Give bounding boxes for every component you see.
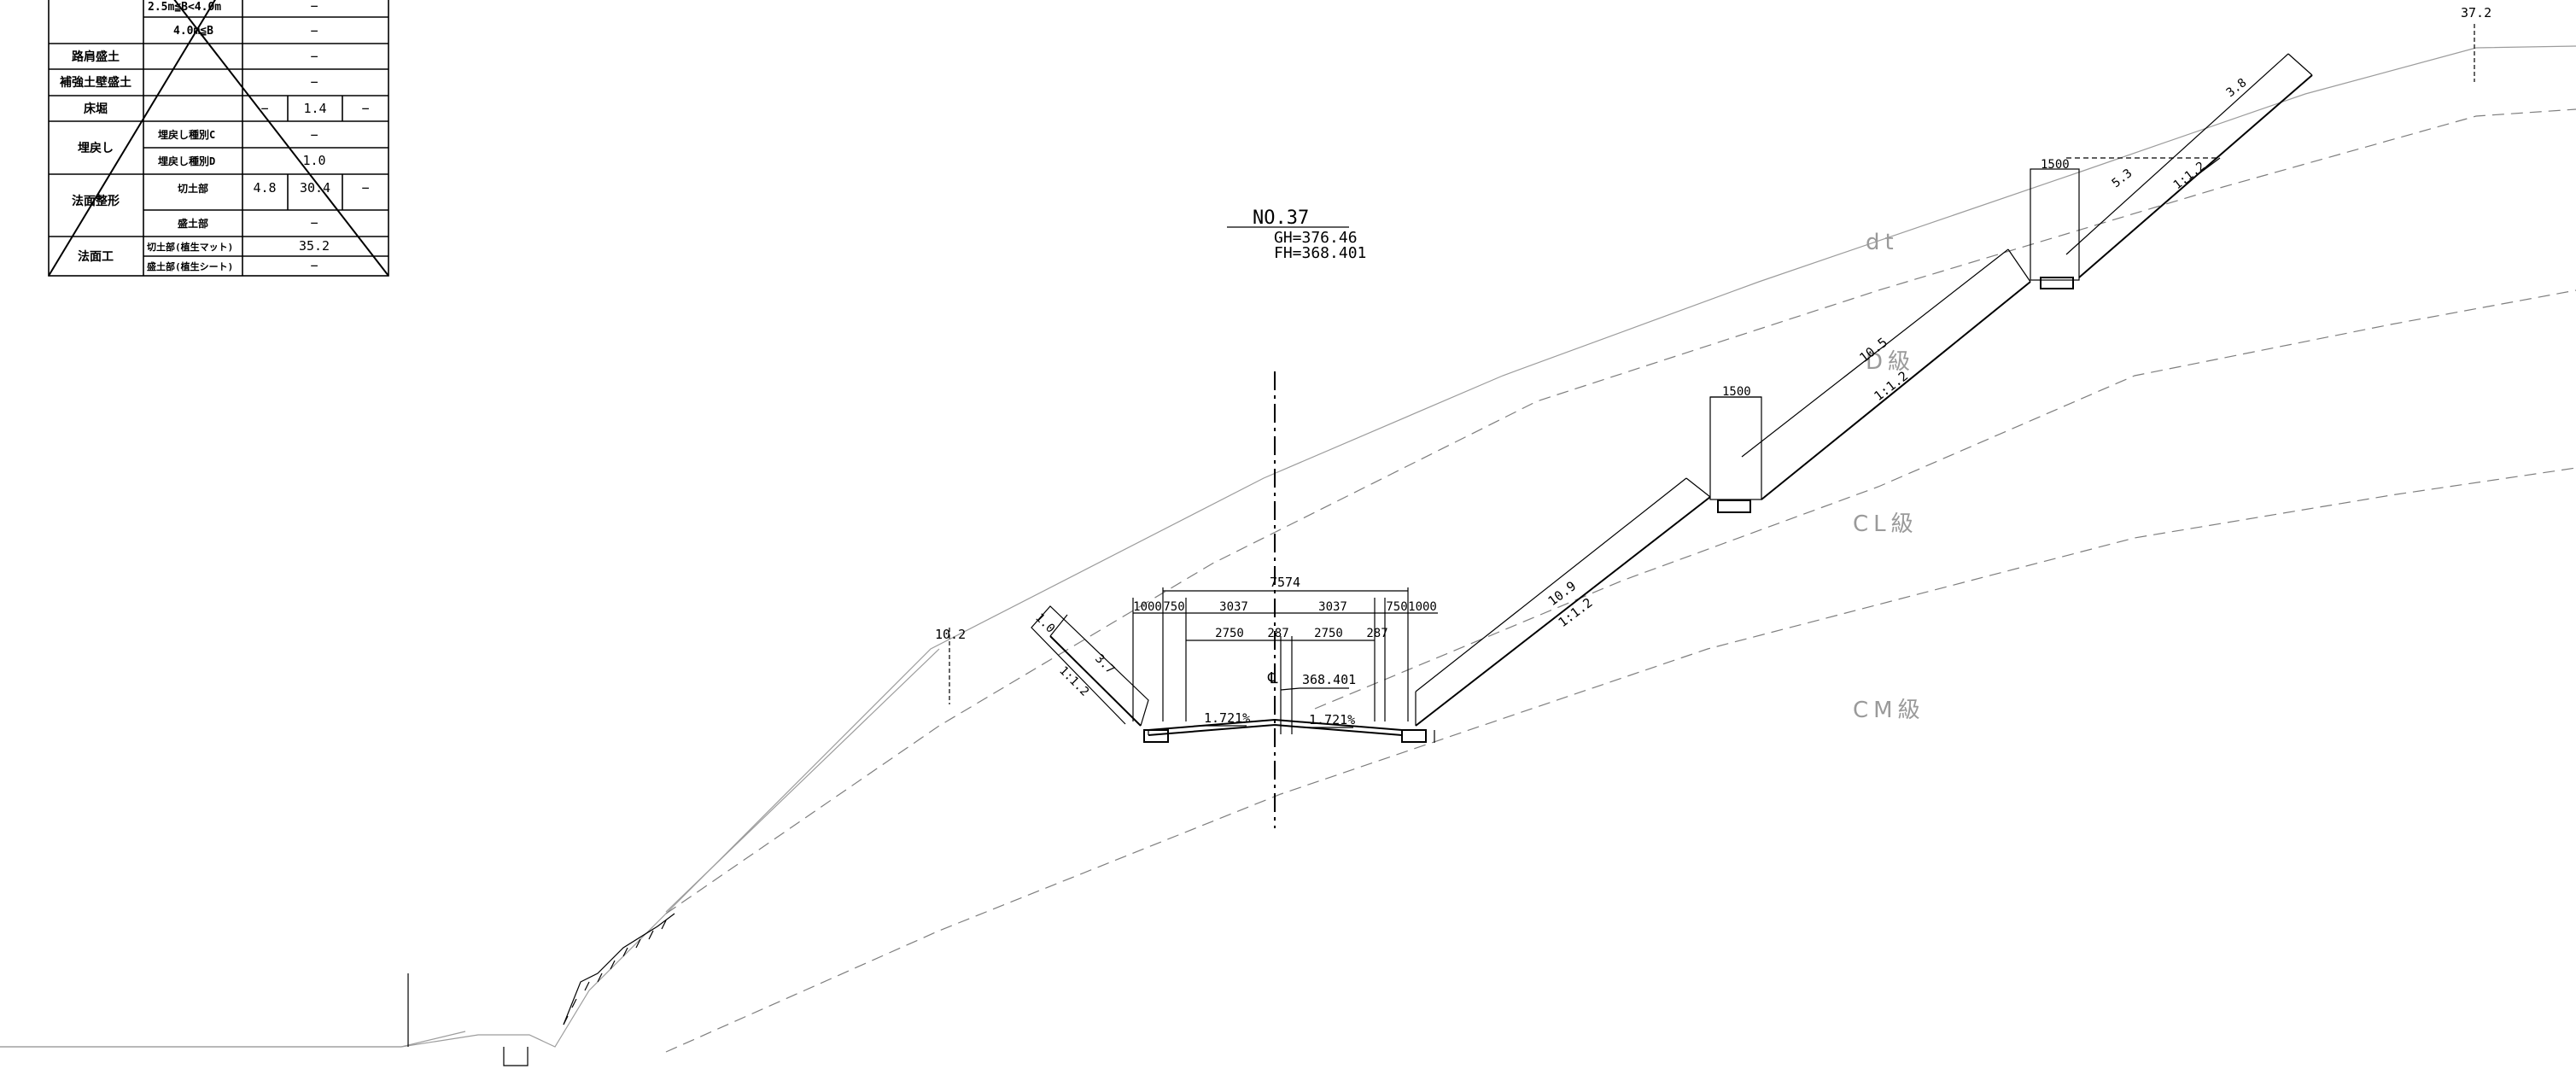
table-group-reinforced: 補強土壁盛土 <box>59 75 131 90</box>
dim-left-shoulder: 1000 <box>1133 600 1162 614</box>
zone-label-cl: CL級 <box>1853 511 1919 537</box>
table-cell: 1.4 <box>303 101 326 116</box>
table-group-backfill: 埋戻し <box>78 141 114 155</box>
slope-protection-marks <box>407 913 675 1066</box>
table-cell: − <box>310 215 318 231</box>
table-cell: − <box>361 101 369 116</box>
left-cut-slope <box>949 605 1149 727</box>
table-sub-backfill-d: 埋戻し種別D <box>158 155 215 167</box>
table-sub-b25: 2.5m≦B<4.0m <box>148 1 221 14</box>
station-label: NO.37 GH=376.46 FH=368.401 <box>1227 207 1366 262</box>
ground-surface <box>0 45 2576 1048</box>
station-name: NO.37 <box>1253 207 1309 229</box>
table-cell: 30.4 <box>300 180 330 196</box>
berm2-width: 1500 <box>2041 158 2070 172</box>
table-sub-backfill-c: 埋戻し種別C <box>158 128 215 141</box>
station-fh: FH=368.401 <box>1274 244 1366 262</box>
table-cell: 35.2 <box>299 238 330 254</box>
strata-boundary-dt <box>665 108 2576 914</box>
table-cell: 1.0 <box>302 153 325 168</box>
zone-label-cm: CM級 <box>1853 698 1925 723</box>
right-crossfall: 1.721% <box>1309 712 1355 727</box>
dim-right-carriage: 2750 <box>1314 627 1343 640</box>
table-cell: − <box>310 258 318 273</box>
table-cell: − <box>310 0 318 14</box>
berm-1 <box>1709 396 1762 513</box>
quantity-table: 2.5m≦B<4.0m − 4.0m≦B − 路肩盛土 − 補強土壁盛土 − 床… <box>48 0 389 277</box>
berm1-width: 1500 <box>1722 385 1751 399</box>
dim-right-side: 750 <box>1386 600 1407 614</box>
right-cut-slope-2 <box>1741 248 2031 500</box>
dim-right-lane: 3037 <box>1318 600 1347 614</box>
dim-left-gap: 287 <box>1267 627 1288 640</box>
table-cell: − <box>310 74 318 90</box>
left-crossfall: 1.721% <box>1204 710 1250 726</box>
table-sub-b40: 4.0m≦B <box>173 25 213 38</box>
centerline-symbol: ℄ <box>1267 669 1278 687</box>
strata-boundary-cl <box>665 467 2576 1053</box>
table-cell: − <box>310 23 318 38</box>
table-sub-fill-sheet: 盛土部(植生シート) <box>147 260 233 272</box>
r3-top-width: 3.8 <box>2224 76 2250 100</box>
dim-left-side: 750 <box>1163 600 1184 614</box>
right-offset: 37.2 <box>2461 5 2491 20</box>
table-cell: − <box>260 101 268 116</box>
table-group-roadshoulder: 路肩盛土 <box>72 50 120 64</box>
table-cell: 4.8 <box>253 180 276 196</box>
left-slope-length: 3.7 <box>1092 652 1117 677</box>
table-sub-cut: 切土部 <box>178 182 208 195</box>
table-group-slopework: 法面工 <box>78 249 114 264</box>
table-sub-fill: 盛土部 <box>178 217 208 230</box>
r3-slope-length: 5.3 <box>2110 166 2135 190</box>
dim-right-gap: 287 <box>1366 627 1387 640</box>
dim-right-shoulder: 1000 <box>1408 600 1437 614</box>
right-cut-slope-1 <box>1415 477 1711 743</box>
r3-slope-ratio: 1:1.2 <box>2171 160 2208 193</box>
right-cut-slope-3 <box>2065 53 2313 278</box>
table-sub-cut-mat: 切土部(植生マット) <box>147 241 233 253</box>
left-offset: 10.2 <box>935 627 966 642</box>
table-cell: − <box>361 180 369 196</box>
strata-boundary-d <box>1314 289 2576 710</box>
dim-left-carriage: 2750 <box>1215 627 1244 640</box>
dim-left-lane: 3037 <box>1219 600 1248 614</box>
center-elevation: 368.401 <box>1302 672 1356 687</box>
berm-2 <box>2030 168 2080 289</box>
table-group-slopeshaping: 法面整形 <box>72 194 120 208</box>
left-slope-ratio: 1:1.2 <box>1056 664 1091 699</box>
zone-label-d: D級 <box>1866 349 1915 375</box>
station-gh: GH=376.46 <box>1274 229 1358 247</box>
dim-total-width: 7574 <box>1270 575 1300 590</box>
zone-label-dt: dt <box>1866 230 1899 255</box>
road-section <box>1132 587 1438 743</box>
table-cell: − <box>310 49 318 64</box>
table-cell: − <box>310 127 318 143</box>
table-group-excavation: 床堀 <box>84 102 108 116</box>
